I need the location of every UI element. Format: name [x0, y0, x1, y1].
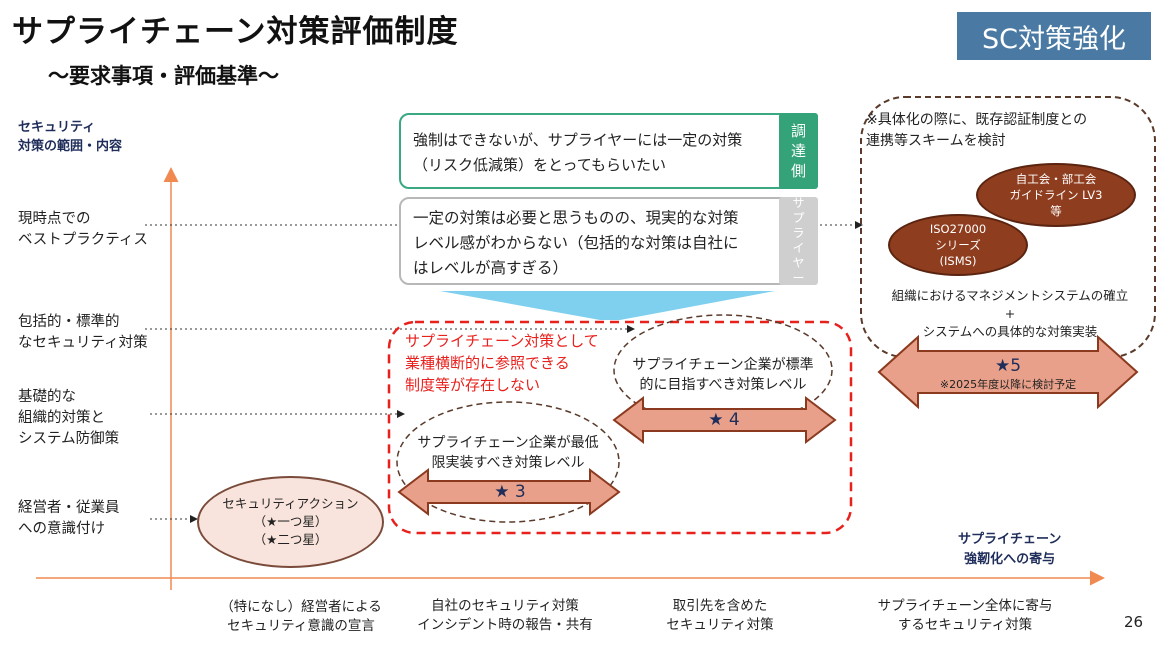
star3-arrow — [397, 467, 621, 517]
star3-label: ★ 3 — [494, 482, 526, 502]
star5-label: ★5 — [994, 356, 1022, 376]
security-action-text: セキュリティアクション （★一つ星） （★二つ星） — [222, 496, 359, 547]
red-dashed-area — [387, 320, 853, 535]
supplier-tag-char: ラ — [792, 226, 805, 240]
page-number: 26 — [1124, 613, 1144, 631]
funnel-shape — [440, 291, 775, 320]
procurement-tag-char: 側 — [790, 162, 806, 180]
star4-description: サプライチェーン企業が標準 的に目指すべき対策レベル — [632, 357, 814, 393]
procurement-tag: 調 達 側 — [779, 113, 818, 189]
supplier-tag: サ プ ラ イ ヤ ー — [779, 196, 818, 285]
supplier-tag-char: プ — [792, 211, 805, 225]
no-standard-text: サプライチェーン対策として 業種横断的に参照できる 制度等が存在しない — [405, 332, 599, 394]
supplier-callout: 一定の対策は必要と思うものの、現実的な対策 レベル感がわからない（包括的な対策は… — [399, 197, 795, 285]
col-label-4: サプライチェーン全体に寄与 するセキュリティ対策 — [877, 598, 1053, 633]
future-dashed-area — [860, 96, 1156, 358]
col-label-1: （特になし）経営者による セキュリティ意識の宣言 — [220, 599, 382, 634]
star3-description: サプライチェーン企業が最低 限実装すべき対策レベル — [417, 435, 599, 471]
iso27000-oval: ISO27000 シリーズ (ISMS) — [888, 214, 1028, 276]
col-label-3: 取引先を含めた セキュリティ対策 — [666, 598, 774, 633]
supplier-text: 一定の対策は必要と思うものの、現実的な対策 レベル感がわからない（包括的な対策は… — [413, 209, 739, 277]
security-action-oval: セキュリティアクション （★一つ星） （★二つ星） — [197, 476, 384, 568]
star5-arrow — [877, 334, 1139, 410]
x-axis-label: サプライチェーン 強靭化への寄与 — [958, 532, 1062, 567]
y-axis-label: セキュリティ 対策の範囲・内容 — [18, 120, 123, 154]
procurement-tag-char: 達 — [790, 142, 806, 160]
supplier-tag-char: ヤ — [792, 256, 805, 270]
supplier-tag-char: ー — [792, 271, 805, 285]
star5-note: ※2025年度以降に検討予定 — [939, 378, 1077, 391]
supplier-tag-char: イ — [792, 241, 805, 255]
page-subtitle: 〜要求事項・評価基準〜 — [48, 64, 279, 88]
page-title: サプライチェーン対策評価制度 — [12, 14, 459, 50]
star4-arrow — [612, 395, 837, 445]
row-label-best-practice: 現時点での ベストプラクティス — [18, 211, 148, 248]
procurement-tag-char: 調 — [790, 122, 806, 140]
industry-guideline-oval: 自工会・部工会 ガイドライン LV3 等 — [976, 163, 1136, 227]
supplier-tag-char: サ — [792, 196, 805, 210]
procurement-callout: 強制はできないが、サプライヤーには一定の対策 （リスク低減策）をとってもらいたい — [399, 113, 795, 189]
row-label-comprehensive: 包括的・標準的 なセキュリティ対策 — [18, 314, 148, 351]
star4-label: ★ 4 — [708, 410, 740, 430]
row-label-basic: 基礎的な 組織的対策と システム防御策 — [18, 389, 120, 447]
sc-badge: SC対策強化 — [957, 12, 1151, 60]
procurement-text: 強制はできないが、サプライヤーには一定の対策 （リスク低減策）をとってもらいたい — [413, 131, 743, 174]
star3-dashed-ellipse — [396, 401, 620, 523]
row-label-awareness: 経営者・従業員 への意識付け — [18, 500, 120, 537]
future-scheme-note: ※具体化の際に、既存認証制度との 連携等スキームを検討 — [866, 112, 1088, 149]
col-label-2: 自社のセキュリティ対策 インシデント時の報告・共有 — [417, 598, 593, 633]
management-system-text: 組織におけるマネジメントシステムの確立 + システムへの具体的な対策実装 — [891, 288, 1129, 339]
